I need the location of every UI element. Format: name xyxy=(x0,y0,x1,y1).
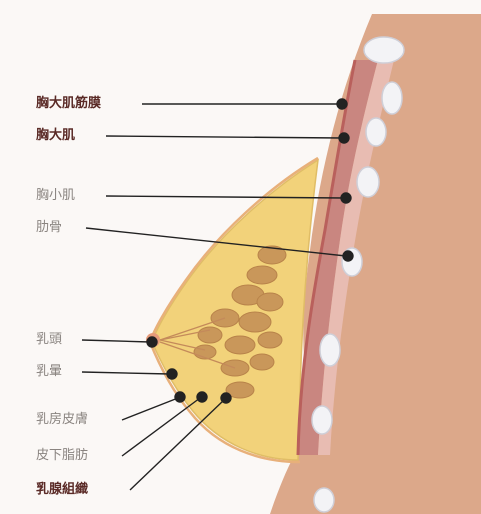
pointer-nipple xyxy=(82,337,157,347)
label-nipple: 乳頭 xyxy=(36,332,62,348)
label-pectoralis-major: 胸大肌 xyxy=(36,128,75,144)
label-rib: 肋骨 xyxy=(36,220,62,236)
pointer-mammary-gland xyxy=(130,393,231,490)
label-areola: 乳暈 xyxy=(36,364,62,380)
label-mammary-gland-tissue: 乳腺組織 xyxy=(36,482,88,498)
pointer-pectoralis-fascia xyxy=(142,99,347,109)
pointer-subcutaneous-fat xyxy=(122,392,207,456)
label-pectoralis-minor: 胸小肌 xyxy=(36,188,75,204)
label-pectoralis-fascia: 胸大肌筋膜 xyxy=(36,96,101,112)
pointer-pectoralis-major xyxy=(106,133,349,143)
label-breast-skin: 乳房皮膚 xyxy=(36,412,88,428)
label-subcutaneous-fat: 皮下脂肪 xyxy=(36,448,88,464)
